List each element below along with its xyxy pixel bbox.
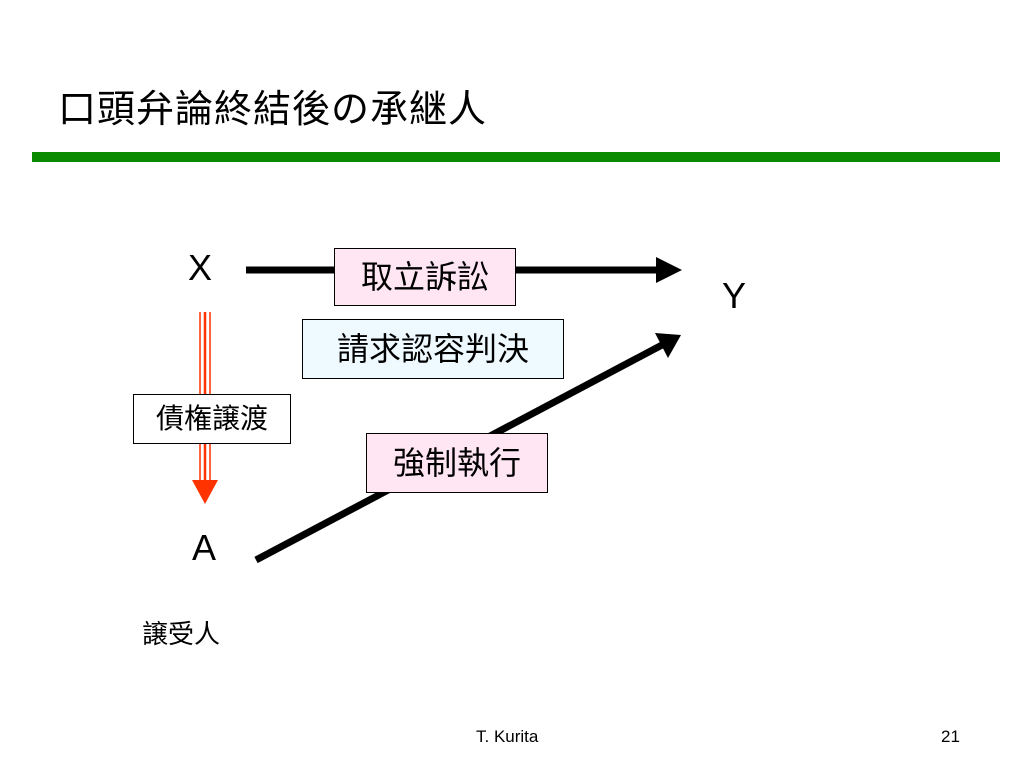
transferee-label: 譲受人 (142, 620, 221, 650)
lawsuit-box: 取立訴訟 (334, 248, 516, 306)
party-x-label: X (188, 247, 213, 288)
enforcement-arrowhead (655, 333, 681, 358)
footer-author: T. Kurita (476, 727, 539, 746)
party-y-label: Y (722, 275, 747, 316)
transfer-arrowhead (192, 480, 218, 504)
title-underline (32, 152, 1000, 162)
assignment-box: 債権譲渡 (133, 394, 291, 444)
party-a-label: A (192, 527, 217, 568)
enforcement-box: 強制執行 (366, 433, 548, 493)
lawsuit-arrowhead (656, 257, 682, 283)
judgment-box: 請求認容判決 (302, 319, 564, 379)
slide-title: 口頭弁論終結後の承継人 (58, 87, 488, 131)
footer-page-number: 21 (941, 727, 960, 746)
